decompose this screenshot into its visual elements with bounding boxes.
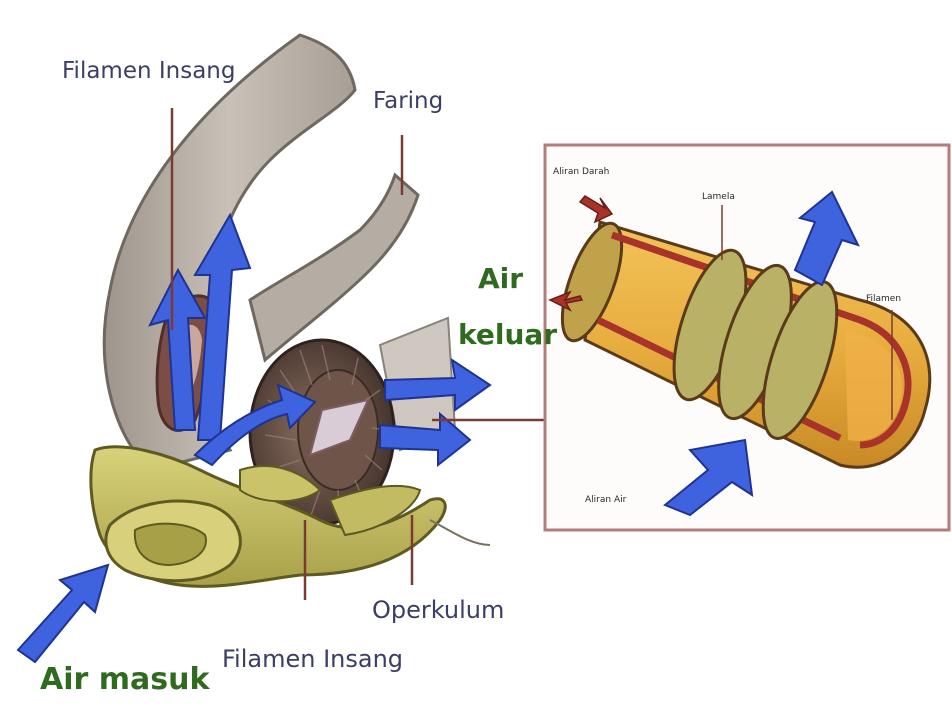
label-filamen-insang-top: Filamen Insang (62, 58, 236, 84)
label-air-masuk: Air masuk (40, 662, 209, 697)
arrow-air-masuk (18, 565, 108, 662)
inset-panel (545, 145, 949, 530)
label-operkulum: Operkulum (372, 596, 504, 624)
inset-label-lamela: Lamela (702, 192, 735, 202)
label-air-keluar-line1: Air (478, 262, 523, 295)
label-air-keluar-line2: keluar (458, 318, 557, 351)
label-faring: Faring (373, 88, 443, 114)
inset-label-filamen: Filamen (866, 294, 901, 304)
inset-label-aliran-air: Aliran Air (585, 495, 626, 505)
inset-label-aliran-darah: Aliran Darah (553, 167, 609, 177)
label-filamen-insang-bottom: Filamen Insang (222, 645, 403, 673)
